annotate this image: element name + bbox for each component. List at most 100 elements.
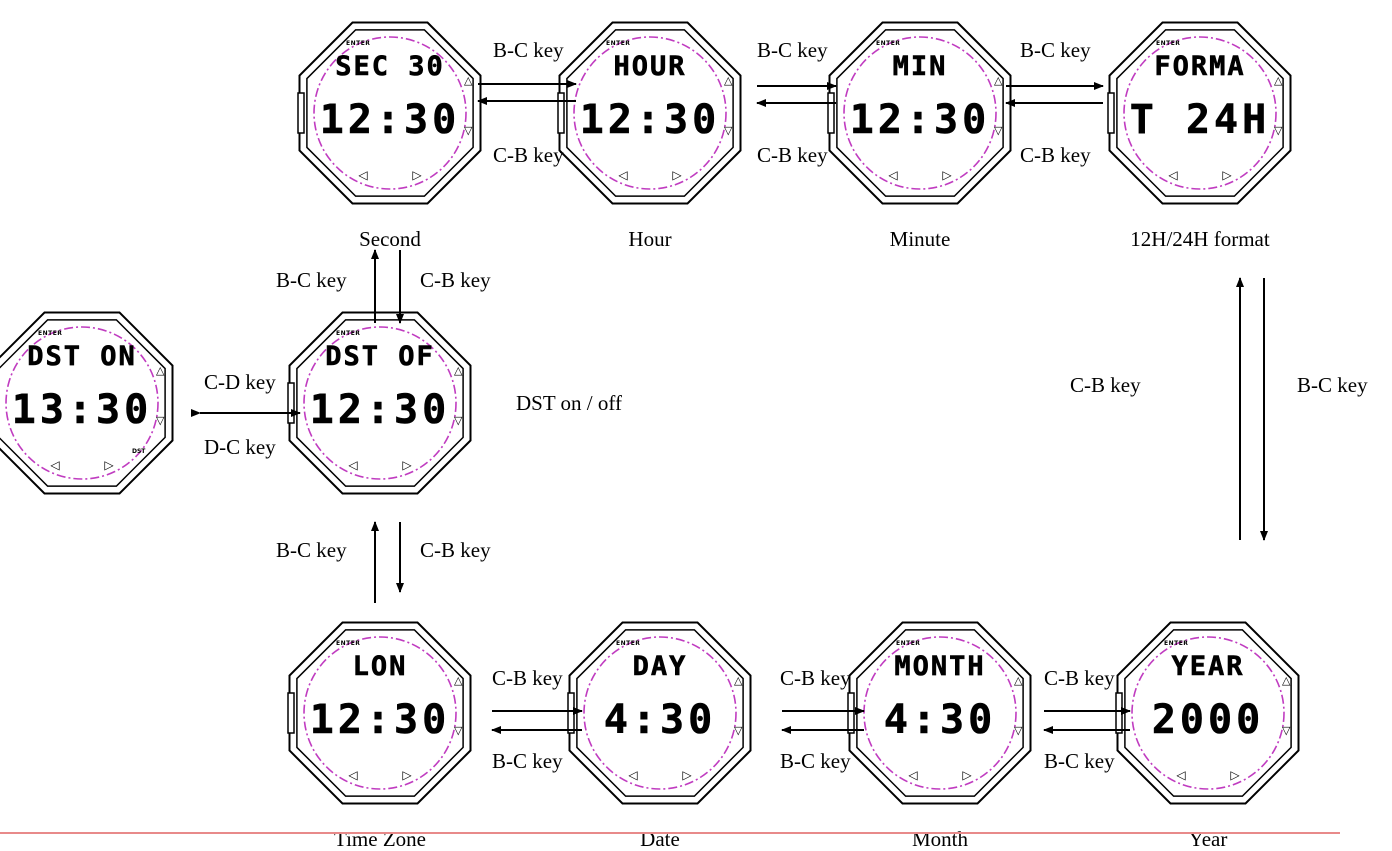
left-nav-icon: ◁ xyxy=(628,768,638,782)
lcd-line-2: 12:30 xyxy=(309,387,451,433)
enter-label: ENTER xyxy=(896,640,921,647)
key-label: C-B key xyxy=(780,666,851,690)
crown-button xyxy=(827,92,835,134)
left-nav-icon: ◁ xyxy=(348,458,358,472)
down-arrow-icon: ▽ xyxy=(1274,124,1283,137)
watch-caption: 12H/24H format xyxy=(1130,227,1270,251)
watch-case-inner xyxy=(576,629,744,797)
watch-date xyxy=(567,621,752,805)
key-label: C-B key xyxy=(420,538,491,562)
up-arrow-icon: △ xyxy=(1282,674,1291,687)
right-nav-icon: ▷ xyxy=(962,768,972,782)
lcd-line-2: 12:30 xyxy=(319,97,461,143)
left-nav-icon: ◁ xyxy=(358,168,368,182)
crown-button xyxy=(1107,92,1115,134)
key-label: B-C key xyxy=(493,38,564,62)
crown-button xyxy=(557,92,565,134)
lcd-line-2: 12:30 xyxy=(849,97,991,143)
dial-ring xyxy=(313,36,467,190)
key-label: D-C key xyxy=(204,435,276,459)
lcd-line-2: 4:30 xyxy=(603,697,717,743)
right-nav-icon: ▷ xyxy=(1222,168,1232,182)
key-label: C-B key xyxy=(492,666,563,690)
dial-ring xyxy=(303,636,457,790)
left-nav-icon: ◁ xyxy=(348,768,358,782)
right-nav-icon: ▷ xyxy=(402,768,412,782)
left-nav-icon: ◁ xyxy=(50,458,60,472)
crown-button xyxy=(287,382,295,424)
watch-case-outer xyxy=(848,621,1032,805)
key-label: C-D key xyxy=(204,370,276,394)
dst-indicator: DST xyxy=(132,448,146,455)
watch-case-inner xyxy=(0,319,166,487)
dial-ring xyxy=(843,36,997,190)
down-arrow-icon: ▽ xyxy=(724,124,733,137)
enter-label: ENTER xyxy=(1164,640,1189,647)
down-arrow-icon: ▽ xyxy=(454,414,463,427)
watch-case-inner xyxy=(296,629,464,797)
dst-on-off-note: DST on / off xyxy=(516,391,622,415)
watch-case-inner xyxy=(306,29,474,197)
watch-case-outer xyxy=(0,311,174,495)
lcd-line-1: SEC 30 xyxy=(335,51,445,82)
enter-label: ENTER xyxy=(616,640,641,647)
crown-button xyxy=(847,692,855,734)
watch-case-outer xyxy=(558,21,742,205)
bottom-rule xyxy=(0,832,1340,834)
watch-case-inner xyxy=(296,319,464,487)
key-label: C-B key xyxy=(757,143,828,167)
watch-case-outer xyxy=(288,621,472,805)
up-arrow-icon: △ xyxy=(156,364,165,377)
up-arrow-icon: △ xyxy=(454,364,463,377)
lcd-line-1: MONTH xyxy=(894,651,986,682)
key-label: C-B key xyxy=(1020,143,1091,167)
enter-label: ENTER xyxy=(876,40,901,47)
watch-caption: Second xyxy=(359,227,421,251)
up-arrow-icon: △ xyxy=(1014,674,1023,687)
key-label: B-C key xyxy=(757,38,828,62)
key-label: B-C key xyxy=(492,749,563,773)
watch-case-outer xyxy=(828,21,1012,205)
key-label: C-B key xyxy=(493,143,564,167)
up-arrow-icon: △ xyxy=(454,674,463,687)
lcd-line-2: 13:30 xyxy=(11,387,153,433)
crown-button xyxy=(287,692,295,734)
key-label: C-B key xyxy=(1070,373,1141,397)
lcd-line-1: HOUR xyxy=(613,51,687,82)
lcd-line-1: LON xyxy=(352,651,408,682)
key-label: B-C key xyxy=(276,268,347,292)
enter-label: ENTER xyxy=(38,330,63,337)
watch-second xyxy=(297,21,482,205)
left-nav-icon: ◁ xyxy=(618,168,628,182)
watch-dst_off xyxy=(287,311,472,495)
dial-ring xyxy=(1123,36,1277,190)
right-nav-icon: ▷ xyxy=(1230,768,1240,782)
dial-ring xyxy=(573,36,727,190)
up-arrow-icon: △ xyxy=(734,674,743,687)
down-arrow-icon: ▽ xyxy=(1014,724,1023,737)
up-arrow-icon: △ xyxy=(724,74,733,87)
left-nav-icon: ◁ xyxy=(1168,168,1178,182)
enter-label: ENTER xyxy=(336,640,361,647)
right-nav-icon: ▷ xyxy=(402,458,412,472)
up-arrow-icon: △ xyxy=(1274,74,1283,87)
up-arrow-icon: △ xyxy=(994,74,1003,87)
key-label: B-C key xyxy=(1044,749,1115,773)
watch-case-inner xyxy=(836,29,1004,197)
left-nav-icon: ◁ xyxy=(1176,768,1186,782)
lcd-line-1: DST OF xyxy=(325,341,435,372)
lcd-line-1: DST ON xyxy=(27,341,137,372)
dial-ring xyxy=(583,636,737,790)
watch-case-inner xyxy=(1116,29,1284,197)
watch-minute xyxy=(827,21,1012,205)
lcd-line-1: YEAR xyxy=(1171,651,1245,682)
right-nav-icon: ▷ xyxy=(682,768,692,782)
key-label: C-B key xyxy=(1044,666,1115,690)
down-arrow-icon: ▽ xyxy=(734,724,743,737)
watch-case-outer xyxy=(288,311,472,495)
left-nav-icon: ◁ xyxy=(908,768,918,782)
watch-case-outer xyxy=(1108,21,1292,205)
up-arrow-icon: △ xyxy=(464,74,473,87)
enter-label: ENTER xyxy=(1156,40,1181,47)
down-arrow-icon: ▽ xyxy=(454,724,463,737)
